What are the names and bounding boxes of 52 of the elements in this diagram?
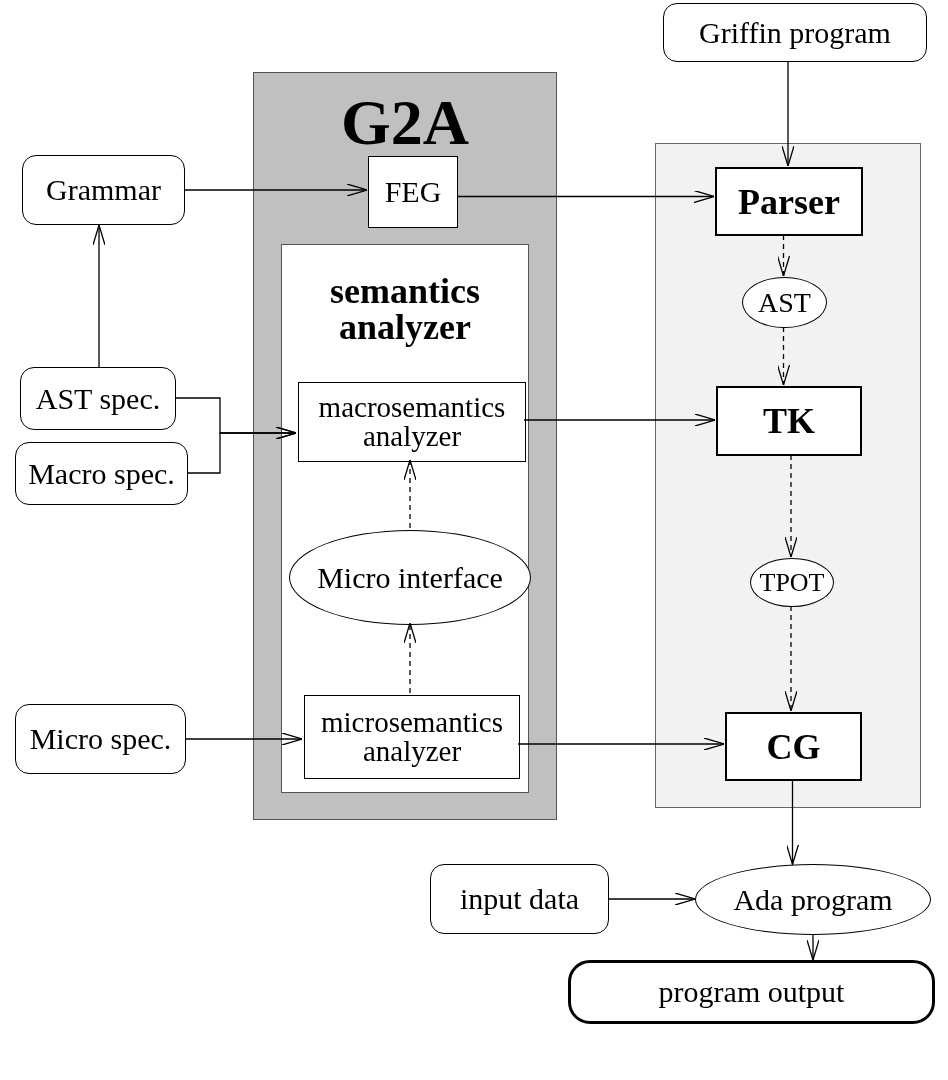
arrow [456, 189, 715, 204]
process-box [716, 386, 862, 456]
node-label: CG [766, 728, 821, 765]
arrow [784, 454, 798, 558]
panel-title: semantics analyzer [329, 273, 481, 345]
arrow [187, 426, 297, 474]
node-label: program output [658, 977, 845, 1007]
arrow [403, 622, 417, 694]
arrow [517, 737, 725, 751]
node-label: Griffin program [699, 17, 891, 48]
process-box [304, 695, 520, 779]
group-panel [655, 143, 921, 808]
node-label: Micro interface [317, 562, 503, 593]
process-box [725, 712, 862, 781]
node-label: Macro spec. [28, 458, 175, 489]
arrow [608, 892, 696, 906]
arrow [806, 934, 820, 961]
arrow [523, 413, 716, 427]
arrow [403, 459, 417, 529]
panel-title: G2A [341, 91, 469, 155]
terminal-box [22, 155, 185, 225]
arrow [784, 605, 798, 712]
arrow [785, 779, 800, 866]
process-box [715, 167, 863, 236]
process-box [368, 156, 458, 228]
terminal-box [15, 704, 186, 774]
group-panel [253, 72, 557, 820]
terminal-box [15, 442, 188, 505]
node-label: Micro spec. [29, 724, 172, 754]
node-label: Parser [738, 183, 840, 220]
node-label: TK [763, 403, 815, 439]
arrow [776, 326, 791, 386]
node-label: input data [459, 884, 580, 914]
arrow [776, 234, 791, 277]
node-label: TPOT [759, 569, 825, 596]
node-label: AST [758, 288, 811, 317]
node-label: Grammar [46, 175, 161, 205]
group-panel [281, 244, 529, 793]
arrow [184, 183, 368, 197]
node-label: AST spec. [35, 383, 161, 414]
process-box [298, 382, 526, 462]
terminal-box [663, 3, 927, 62]
arrow [92, 224, 106, 368]
arrow [185, 732, 303, 746]
node-label: Ada program [733, 884, 893, 915]
terminal-box [430, 864, 609, 934]
arrow [781, 61, 795, 167]
node-label: FEG [384, 177, 442, 207]
node-label: microsemantics analyzer [320, 708, 504, 766]
node-label: macrosemantics analyzer [317, 393, 507, 451]
terminal-box [20, 367, 176, 430]
terminal-box [568, 960, 935, 1024]
